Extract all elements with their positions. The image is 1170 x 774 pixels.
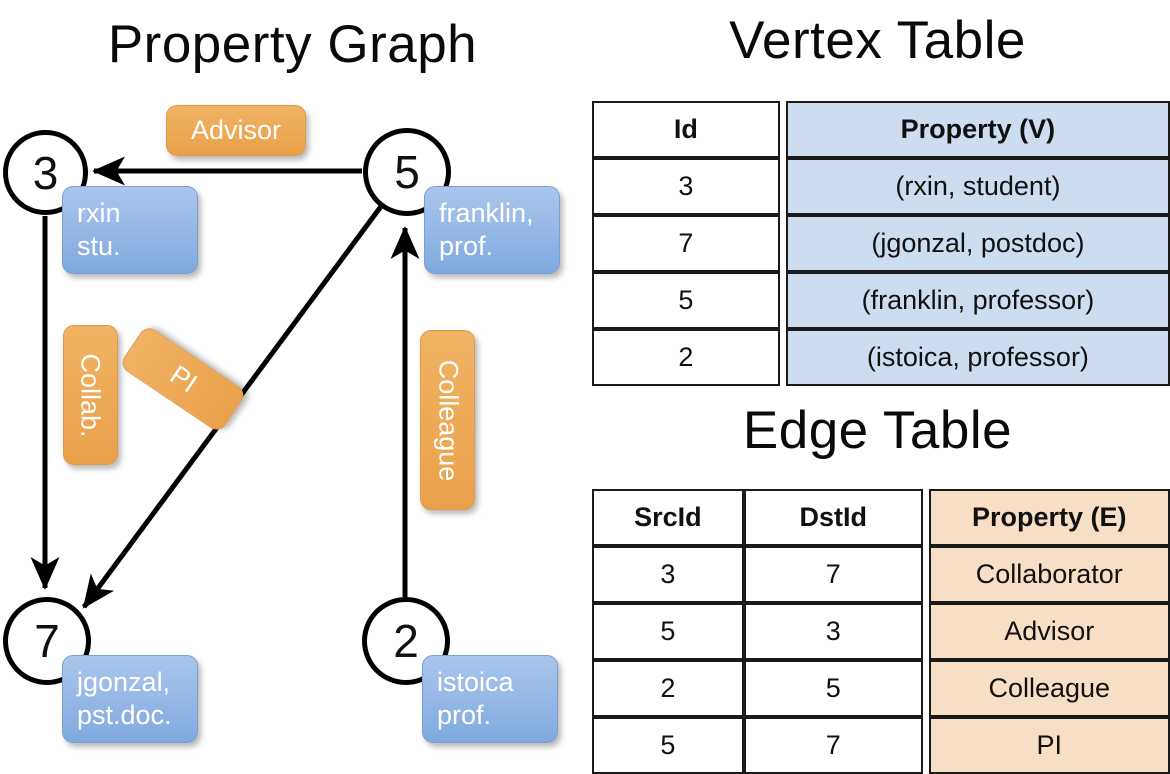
- vertex-property-line: rxin: [77, 198, 121, 229]
- edge-table-cell-property: Collaborator: [928, 546, 1170, 603]
- vertex-property-box-3: rxin stu.: [62, 186, 198, 274]
- edge-table-cell-srcid: 5: [592, 717, 744, 774]
- page-title-edge-table: Edge Table: [742, 401, 1013, 460]
- vertex-property-line: prof.: [437, 700, 492, 730]
- edge-table-cell-dstid: 3: [743, 603, 923, 660]
- page-title-property-graph: Property Graph: [107, 15, 478, 74]
- vertex-node-5[interactable]: 5: [363, 128, 451, 216]
- table-row: 3 7 Collaborator: [592, 546, 1170, 603]
- vertex-node-7-label: 7: [34, 615, 60, 667]
- table-row: 3 (rxin, student): [592, 158, 1170, 215]
- vertex-property-box-5: franklin, prof.: [424, 186, 560, 274]
- edge-label-colleague-text: Colleague: [433, 359, 463, 481]
- vertex-property-line: pst.doc.: [77, 700, 172, 730]
- vertex-table-cell-id: 2: [592, 329, 780, 386]
- table-row: 7 (jgonzal, postdoc): [592, 215, 1170, 272]
- vertex-table-cell-id: 3: [592, 158, 780, 215]
- vertex-table-cell-property: (franklin, professor): [785, 272, 1170, 329]
- edge-table-cell-property: PI: [928, 717, 1170, 774]
- edge-label-collab-text: Collab.: [76, 352, 107, 438]
- edge-table-cell-srcid: 2: [592, 660, 744, 717]
- edge-table: SrcId DstId Property (E) 3 7 Collaborato…: [592, 489, 1170, 774]
- vertex-node-2[interactable]: 2: [362, 597, 450, 685]
- vertex-node-3-label: 3: [32, 146, 59, 199]
- edge-table-header-dstid: DstId: [743, 489, 923, 546]
- page-title-vertex-table: Vertex Table: [729, 11, 1026, 70]
- edge-label-advisor: Advisor: [166, 105, 306, 156]
- table-row: 5 7 PI: [592, 717, 1170, 774]
- vertex-property-box-7: jgonzal, pst.doc.: [62, 655, 198, 743]
- edge-table-cell-srcid: 3: [592, 546, 744, 603]
- table-row: 2 (istoica, professor): [592, 329, 1170, 386]
- vertex-table-cell-property: (istoica, professor): [785, 329, 1170, 386]
- vertex-table-cell-property: (jgonzal, postdoc): [785, 215, 1170, 272]
- vertex-node-2-label: 2: [393, 615, 419, 667]
- edge-table-header-property: Property (E): [928, 489, 1170, 546]
- edge-table-cell-dstid: 7: [743, 546, 923, 603]
- vertex-property-line: jgonzal,: [77, 667, 171, 698]
- table-row: 2 5 Colleague: [592, 660, 1170, 717]
- vertex-table-cell-id: 5: [592, 272, 780, 329]
- edge-table-cell-dstid: 5: [743, 660, 923, 717]
- vertex-property-box-2: istoica prof.: [422, 655, 558, 743]
- edge-label-advisor-text: Advisor: [190, 115, 282, 145]
- edge-table-cell-property: Colleague: [928, 660, 1170, 717]
- edge-label-collab: Collab.: [63, 325, 118, 465]
- edge-table-cell-property: Advisor: [928, 603, 1170, 660]
- vertex-property-line: stu.: [77, 231, 121, 261]
- vertex-node-5-label: 5: [394, 146, 420, 198]
- vertex-table-header-id: Id: [592, 101, 780, 158]
- edge-table-cell-srcid: 5: [592, 603, 744, 660]
- vertex-property-line: istoica: [437, 667, 514, 698]
- table-header-row: SrcId DstId Property (E): [592, 489, 1170, 546]
- vertex-table: Id Property (V) 3 (rxin, student) 7 (jgo…: [592, 101, 1170, 386]
- vertex-property-line: prof.: [439, 231, 494, 261]
- edge-label-colleague: Colleague: [420, 330, 475, 510]
- table-header-row: Id Property (V): [592, 101, 1170, 158]
- edge-table-header-srcid: SrcId: [592, 489, 744, 546]
- vertex-property-line: franklin,: [439, 198, 534, 229]
- vertex-table-cell-id: 7: [592, 215, 780, 272]
- vertex-table-cell-property: (rxin, student): [785, 158, 1170, 215]
- table-row: 5 (franklin, professor): [592, 272, 1170, 329]
- edge-label-pi-text: PI: [164, 359, 203, 399]
- edge-table-cell-dstid: 7: [743, 717, 923, 774]
- table-row: 5 3 Advisor: [592, 603, 1170, 660]
- vertex-table-header-property: Property (V): [785, 101, 1170, 158]
